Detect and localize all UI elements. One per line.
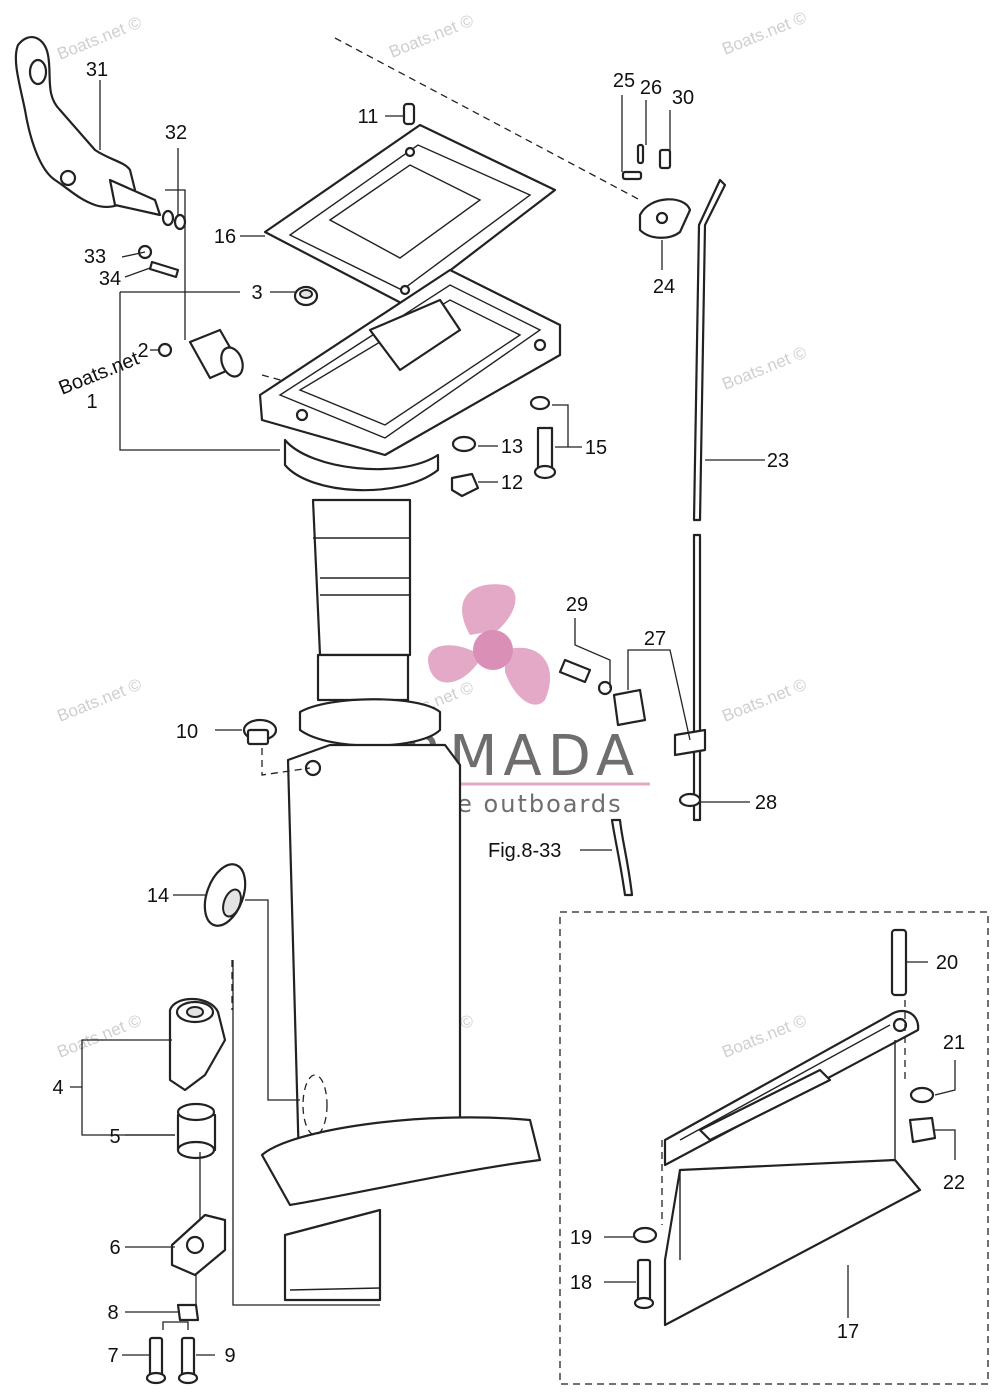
propeller-icon [428,584,551,705]
part-25-pin [621,170,643,181]
callout-34: 34 [99,268,121,290]
callout-4: 4 [52,1077,63,1099]
callout-2: 2 [137,340,148,362]
callout-6: 6 [109,1237,120,1259]
callouts: 1 2 3 4 5 6 7 8 9 10 11 12 13 14 15 16 1… [52,59,965,1367]
callout-1: 1 [86,391,97,413]
callout-33: 33 [84,246,106,268]
part-14-grommet [203,863,247,927]
figure-reference: Fig.8-33 [488,840,561,862]
part-22-nut [908,1116,937,1144]
part-15-bolts [529,395,557,480]
callout-14: 14 [147,885,169,907]
part-27-clamp [612,688,707,757]
callout-23: 23 [767,450,789,472]
side-watermark-label: Boats.net [56,347,143,399]
callout-32: 32 [165,122,187,144]
part-11-dowel [402,102,416,126]
part-21-washer [909,1086,935,1104]
callout-13: 13 [501,436,523,458]
part-1-adaptor [258,268,562,492]
callout-7: 7 [107,1345,118,1367]
part-18-bolt [633,1258,655,1310]
part-9-bolt [177,1336,199,1385]
watermark: Boats.net © [719,343,809,394]
callout-12: 12 [501,472,523,494]
watermark: Boats.net © [719,675,809,726]
callout-27: 27 [644,628,666,650]
callout-9: 9 [224,1345,235,1367]
part-30-screw [658,148,672,170]
callout-17: 17 [837,1321,859,1343]
watermark: Boats.net © [54,1011,144,1062]
callout-3: 3 [251,282,262,304]
part-16-gasket [263,123,557,307]
part-32-rings [161,209,187,231]
watermark: Boats.net © [386,11,476,62]
part-19-washer [632,1226,658,1244]
part-34-screw [148,260,180,279]
callout-18: 18 [570,1272,592,1294]
part-2-bushing [157,328,244,380]
part-31-lever [14,36,162,217]
callout-25: 25 [613,70,635,92]
leader-lines [70,80,956,1356]
callout-15: 15 [585,437,607,459]
part-4-bracket [168,997,227,1092]
callout-24: 24 [653,276,675,298]
callout-26: 26 [640,77,662,99]
part-23-rod [692,178,727,822]
watermark: Boats.net © [54,13,144,64]
callout-22: 22 [943,1172,965,1194]
callout-31: 31 [86,59,108,81]
part-13-washer [451,435,477,453]
part-3-grommet [293,285,319,307]
part-29-bolt [558,658,613,696]
watermark: Boats.net © [54,675,144,726]
callout-5: 5 [109,1126,120,1148]
part-10-plug [242,718,311,776]
callout-19: 19 [570,1227,592,1249]
part-6-plate [170,1213,227,1277]
callout-28: 28 [755,792,777,814]
part-17-extension [663,1009,922,1327]
watermark: Boats.net © [719,8,809,59]
callout-10: 10 [176,721,198,743]
part-8-nut [176,1303,200,1322]
driveshaft-housing [260,498,542,1302]
part-24-bracket [638,198,692,239]
part-20-stud [890,928,908,997]
callout-29: 29 [566,594,588,616]
inset-frame [559,911,989,1385]
part-5-rubber-mount [176,1102,217,1160]
callout-16: 16 [214,226,236,248]
callout-20: 20 [936,952,958,974]
callout-30: 30 [672,87,694,109]
watermark: Boats.net © [719,1011,809,1062]
callout-21: 21 [943,1032,965,1054]
callout-8: 8 [107,1302,118,1324]
part-7-bolt [145,1336,167,1385]
callout-11: 11 [358,106,379,128]
part-26-cotter [636,143,645,165]
part-12-nut [450,472,480,498]
part-28-clip [678,792,702,808]
